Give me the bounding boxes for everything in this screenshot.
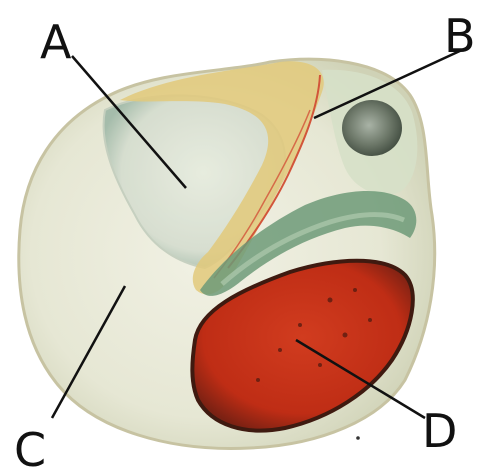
small-dot: [356, 436, 360, 440]
label-c: C: [14, 423, 46, 471]
label-b: B: [444, 9, 476, 63]
dark-knob: [342, 100, 402, 156]
label-d: D: [422, 404, 457, 458]
label-a: A: [40, 15, 72, 69]
